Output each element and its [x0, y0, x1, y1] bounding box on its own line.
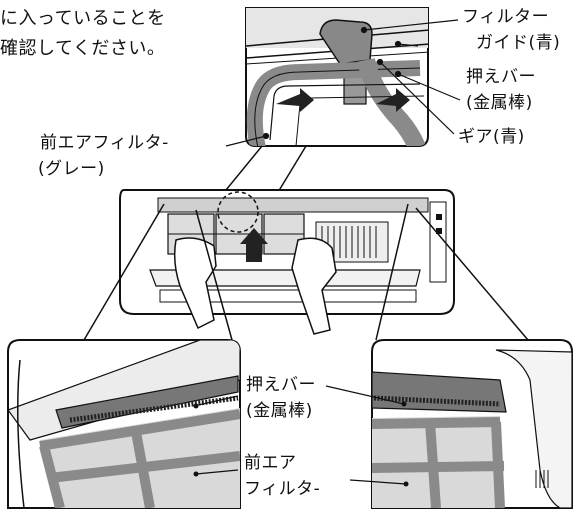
label-filter-guide-2: ガイド(青) [476, 33, 561, 53]
callout-leaders [225, 19, 461, 147]
label-press-bar-bottom-2: (金属棒) [246, 401, 313, 421]
label-filter-guide-1: フィルター [462, 7, 550, 27]
air-conditioner-unit [83, 189, 529, 341]
label-gear: ギア(青) [458, 127, 525, 147]
instruction-line-2: 確認してください。 [0, 38, 166, 59]
label-press-bar-bottom-1: 押えバー [246, 375, 316, 395]
detail-view-left [7, 339, 241, 509]
label-front-filter-bottom-1: 前エア [244, 453, 297, 473]
label-press-bar-top-2: (金属棒) [466, 93, 533, 113]
label-front-filter-bottom-2: フィルタ- [244, 479, 321, 499]
label-front-filter-gray-1: 前エアフィルタ- [40, 133, 169, 153]
zoom-detail-view [207, 7, 429, 213]
label-front-filter-gray-2: (グレー) [38, 159, 105, 179]
detail-view-right [325, 339, 573, 509]
instruction-line-1: に入っていることを [0, 8, 166, 29]
label-press-bar-top-1: 押えバー [466, 67, 536, 87]
